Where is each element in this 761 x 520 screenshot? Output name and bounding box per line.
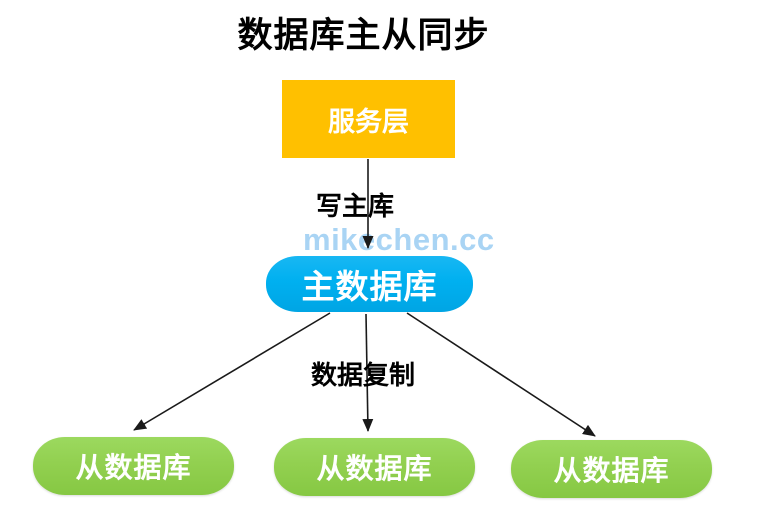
master-db-node: 主数据库 — [266, 256, 473, 312]
slave-db-label-2: 从数据库 — [316, 453, 433, 484]
slave-db-label-3: 从数据库 — [553, 455, 670, 486]
replication-edge-label: 数据复制 — [311, 360, 416, 390]
slave-db-label-1: 从数据库 — [75, 452, 192, 483]
service-layer-node: 服务层 — [282, 80, 455, 158]
slave-db-node-1: 从数据库 — [33, 437, 234, 495]
service-layer-label: 服务层 — [328, 106, 409, 137]
edge-replicate-middle — [362, 313, 374, 432]
slave-db-node-2: 从数据库 — [274, 438, 475, 496]
edge-replicate-right — [406, 312, 596, 437]
write-master-edge-label: 写主库 — [316, 191, 395, 221]
diagram-title: 数据库主从同步 — [237, 16, 490, 55]
master-db-label: 主数据库 — [301, 268, 438, 305]
edge-replicate-left — [133, 312, 331, 431]
slave-db-node-3: 从数据库 — [511, 440, 712, 498]
watermark: mikechen.cc — [303, 222, 495, 257]
